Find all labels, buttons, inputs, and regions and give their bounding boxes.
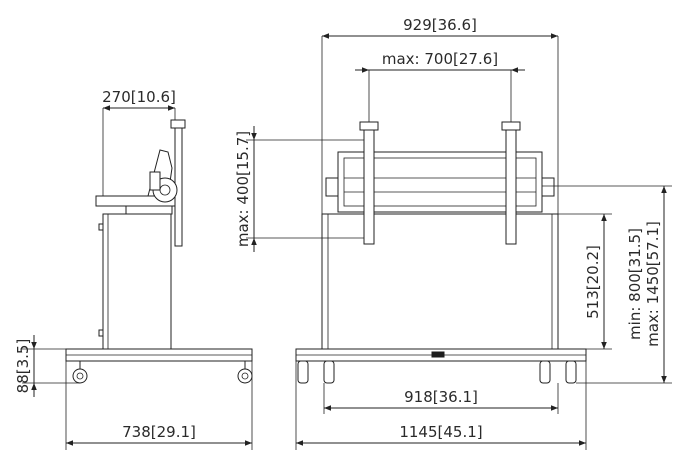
dim-base-depth: 738[29.1] [65, 361, 253, 450]
side-castor-rear [237, 368, 253, 384]
side-castor-front [72, 368, 88, 384]
side-mount-rail [174, 121, 183, 247]
vesa-rail-left [363, 125, 375, 245]
dim-vesa-vertical: max: 400[15.7] [234, 126, 364, 252]
dim-height-max: max: 1450[57.1] [644, 221, 662, 347]
svg-text:513[20.2]: 513[20.2] [584, 245, 602, 319]
front-column [321, 213, 559, 350]
dim-width-total-top: 929[36.6] [321, 16, 559, 214]
dim-overall-height: min: 800[31.5] max: 1450[57.1] [542, 185, 672, 384]
dim-column-height: 513[20.2] [558, 213, 612, 350]
dim-height-min: min: 800[31.5] [626, 228, 644, 340]
logo-icon [431, 351, 445, 358]
side-view [65, 119, 253, 384]
svg-text:max: 700[27.6]: max: 700[27.6] [382, 50, 498, 68]
front-handle-left [325, 177, 339, 197]
front-view [295, 121, 587, 384]
svg-text:270[10.6]: 270[10.6] [102, 88, 176, 106]
front-handle-right [541, 177, 555, 197]
svg-text:929[36.6]: 929[36.6] [403, 16, 477, 34]
svg-text:max: 400[15.7]: max: 400[15.7] [234, 131, 252, 247]
svg-text:738[29.1]: 738[29.1] [122, 423, 196, 441]
front-castor-1 [297, 360, 309, 384]
dim-base-height: 88[3.5] [14, 335, 80, 397]
vesa-rail-right [505, 125, 517, 245]
svg-text:918[36.1]: 918[36.1] [404, 388, 478, 406]
front-castor-4 [565, 360, 577, 384]
svg-text:1145[45.1]: 1145[45.1] [399, 423, 482, 441]
svg-text:88[3.5]: 88[3.5] [14, 339, 32, 394]
dim-base-width: 1145[45.1] [295, 361, 587, 450]
front-castor-3 [539, 360, 551, 384]
dim-vesa-horizontal: max: 700[27.6] [355, 50, 525, 122]
front-castor-2 [323, 360, 335, 384]
dim-inner-width: 918[36.1] [323, 383, 559, 414]
dim-depth-top: 270[10.6] [102, 88, 176, 196]
side-column [102, 213, 172, 350]
